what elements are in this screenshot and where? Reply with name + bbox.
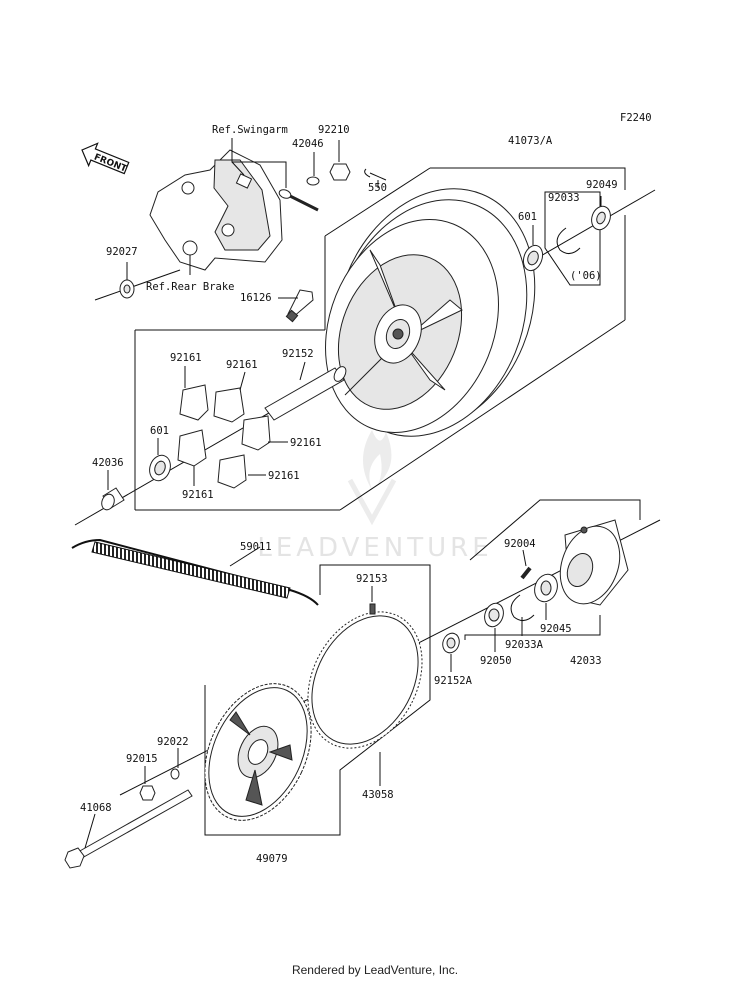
snap-ring-92033A <box>510 594 535 621</box>
front-arrow-icon: FRONT <box>81 142 130 175</box>
label-92152A: 92152A <box>434 675 473 687</box>
label-92049: 92049 <box>586 179 618 191</box>
label-42046: 42046 <box>292 138 324 150</box>
label-ref-rear-brake: Ref.Rear Brake <box>146 281 235 293</box>
leader-lines <box>84 138 602 849</box>
collar-92027 <box>119 279 135 299</box>
bearing-92045 <box>534 573 558 603</box>
nut-92015 <box>139 785 156 801</box>
label-92004: 92004 <box>504 538 536 550</box>
snap-ring-92033 <box>556 227 581 254</box>
hub-42033 <box>559 519 629 606</box>
rear-wheel <box>325 188 536 437</box>
wheel-dampers <box>177 384 271 489</box>
label-92050: 92050 <box>480 655 512 667</box>
label-92015: 92015 <box>126 753 158 765</box>
label-ref-swingarm: Ref.Swingarm <box>212 124 288 136</box>
label-92161-e: 92161 <box>182 489 214 501</box>
axle-41068 <box>64 789 193 869</box>
footer-credit: Rendered by LeadVenture, Inc. <box>291 963 459 977</box>
label-92022: 92022 <box>157 736 189 748</box>
valve-stem <box>285 289 314 323</box>
bearing-top <box>522 244 544 272</box>
gasket-43058 <box>307 611 423 749</box>
label-41073A: 41073/A <box>508 135 553 147</box>
sprocket-49079 <box>204 683 312 821</box>
drive-belt <box>71 538 319 606</box>
label-92161-b: 92161 <box>226 359 258 371</box>
label-92161-d: 92161 <box>268 470 300 482</box>
label-601-bottom: 601 <box>150 425 169 437</box>
label-550: 550 <box>368 182 387 194</box>
label-43058: 43058 <box>362 789 394 801</box>
label-year-06: ('06) <box>570 270 602 282</box>
washer-92022 <box>170 768 180 780</box>
label-92045: 92045 <box>540 623 572 635</box>
label-42036: 42036 <box>92 457 124 469</box>
label-92210: 92210 <box>318 124 350 136</box>
label-42033: 42033 <box>570 655 602 667</box>
collar-42036 <box>101 487 125 511</box>
axle-adjuster-bolt <box>278 163 387 212</box>
leader-box-06 <box>544 191 601 286</box>
label-41068: 41068 <box>80 802 112 814</box>
label-92153: 92153 <box>356 573 388 585</box>
label-92152: 92152 <box>282 348 314 360</box>
collar-92152A <box>442 632 460 654</box>
spacer-92152 <box>264 366 347 421</box>
stud-92004 <box>520 566 532 580</box>
leader-frame-top <box>430 167 626 190</box>
label-92161-c: 92161 <box>290 437 322 449</box>
seal-92050 <box>484 602 504 628</box>
parts-diagram: LEADVENTURE FRONT F2240 <box>64 112 661 869</box>
label-92027: 92027 <box>106 246 138 258</box>
label-601-top: 601 <box>518 211 537 223</box>
watermark-text: LEADVENTURE <box>257 533 492 563</box>
label-92033A: 92033A <box>505 639 544 651</box>
caliper-bracket <box>149 149 283 271</box>
label-16126: 16126 <box>240 292 272 304</box>
label-59011: 59011 <box>240 541 272 553</box>
label-92161-a: 92161 <box>170 352 202 364</box>
label-92033: 92033 <box>548 192 580 204</box>
bearing-bottom <box>149 454 171 482</box>
seal-92049 <box>591 205 611 231</box>
label-49079: 49079 <box>256 853 288 865</box>
bolt-92153 <box>369 603 376 615</box>
watermark: LEADVENTURE <box>257 430 492 563</box>
diagram-code: F2240 <box>620 112 652 124</box>
